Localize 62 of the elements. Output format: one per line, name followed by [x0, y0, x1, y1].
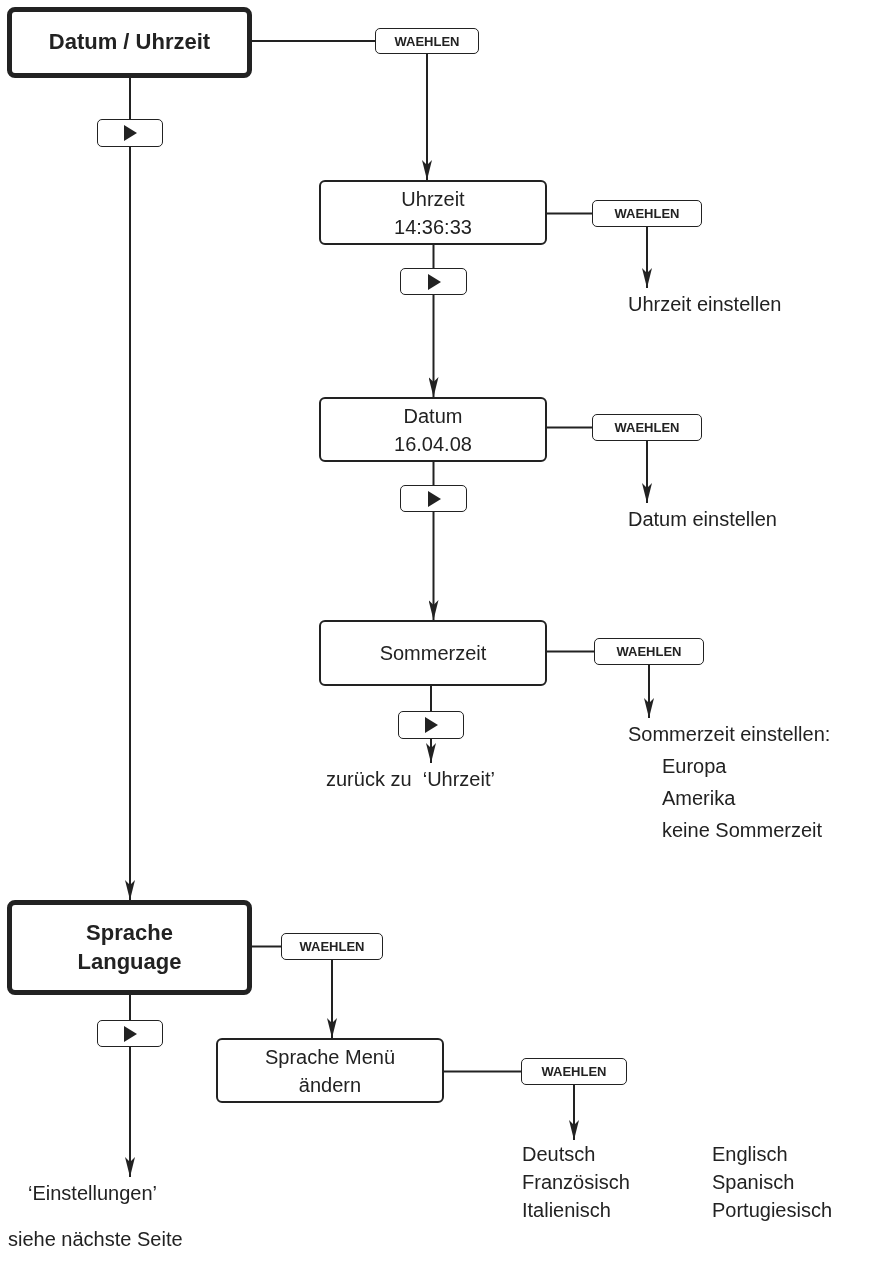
connector-line	[251, 40, 376, 42]
box-label: Sprache Menü ändern	[263, 1044, 397, 1098]
select-button: WAEHLEN	[521, 1058, 627, 1085]
next-button	[97, 119, 163, 147]
select-button: WAEHLEN	[375, 28, 479, 54]
arrow	[422, 53, 432, 181]
option-text: Sommerzeit einstellen:	[628, 722, 831, 747]
connector-line	[430, 685, 432, 712]
connector-line	[432, 244, 435, 269]
option-text: Deutsch	[522, 1142, 596, 1167]
connector-line	[443, 1070, 522, 1073]
connector-line	[546, 650, 595, 653]
connector-line	[432, 461, 435, 486]
option-text: keine Sommerzeit	[662, 818, 823, 843]
option-text: Uhrzeit einstellen	[628, 292, 782, 317]
box-label: Datum	[403, 403, 463, 429]
connector-line	[129, 77, 131, 120]
connector-line	[546, 212, 593, 215]
box-label: Uhrzeit	[401, 186, 465, 212]
next-button	[97, 1020, 163, 1047]
box-label: Sprache Language	[76, 918, 183, 976]
box-label: 14:36:33	[394, 214, 472, 240]
arrow	[428, 294, 439, 398]
option-text: Italienisch	[522, 1198, 611, 1223]
option-text: Europa	[662, 754, 727, 779]
option-text: Amerika	[662, 786, 736, 811]
box-label: 16.04.08	[394, 431, 472, 457]
arrow	[428, 511, 439, 621]
option-text: zurück zu ‘Uhrzeit’	[326, 767, 495, 792]
option-text: ‘Einstellungen’	[28, 1181, 157, 1206]
display-box	[319, 397, 547, 462]
connector-line	[546, 426, 593, 429]
arrow	[125, 146, 135, 901]
box-label: Sommerzeit	[379, 641, 487, 666]
next-button	[398, 711, 464, 739]
note-text: siehe nächste Seite	[8, 1228, 183, 1251]
arrow	[644, 664, 654, 719]
option-text: Französisch	[522, 1170, 630, 1195]
connector-line	[251, 945, 282, 948]
menu-box	[7, 900, 252, 995]
option-text: Spanisch	[712, 1170, 795, 1195]
select-button: WAEHLEN	[592, 200, 702, 227]
option-text: Datum einstellen	[628, 507, 777, 532]
next-button	[400, 268, 467, 295]
box-label: Datum / Uhrzeit	[48, 28, 211, 57]
display-box	[216, 1038, 444, 1103]
display-box	[319, 620, 547, 686]
next-button	[400, 485, 467, 512]
select-button: WAEHLEN	[281, 933, 383, 960]
arrow	[569, 1084, 579, 1141]
arrow	[642, 440, 652, 504]
arrow	[125, 1046, 135, 1178]
display-box	[319, 180, 547, 245]
select-button: WAEHLEN	[594, 638, 704, 665]
menu-box	[7, 7, 252, 78]
connector-line	[129, 994, 131, 1021]
arrow	[426, 738, 436, 764]
select-button: WAEHLEN	[592, 414, 702, 441]
arrow	[642, 226, 652, 289]
arrow	[327, 959, 337, 1039]
option-text: Portugiesisch	[712, 1198, 833, 1223]
option-text: Englisch	[712, 1142, 788, 1167]
